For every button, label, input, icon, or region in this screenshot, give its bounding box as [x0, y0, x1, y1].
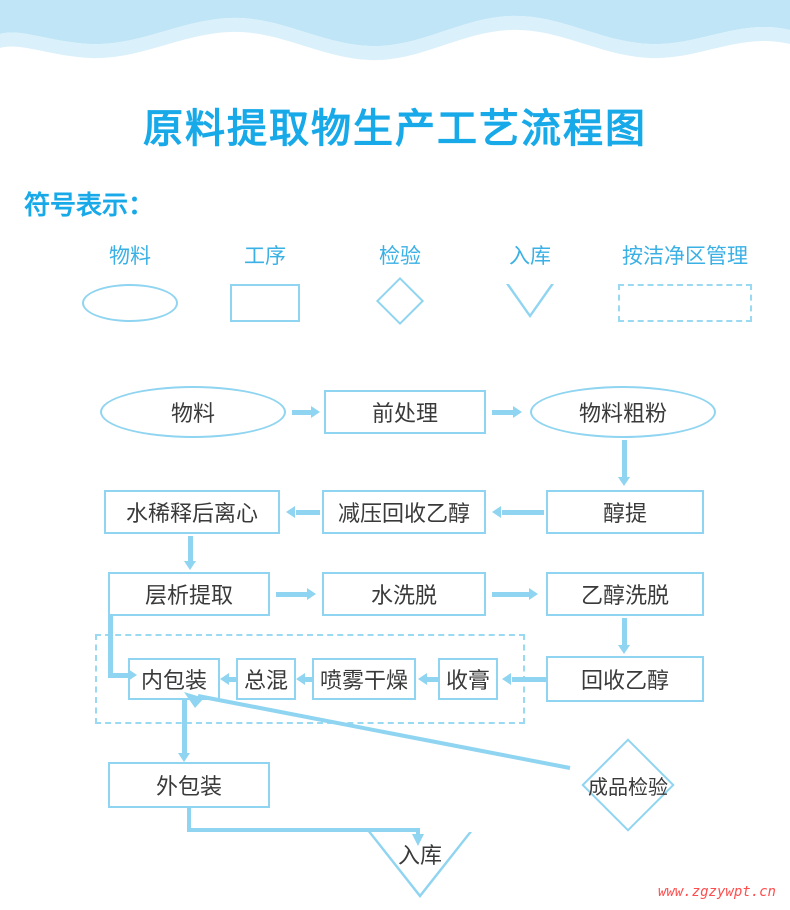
node-shougao[interactable]: 收膏 [438, 658, 498, 700]
legend-item-label: 按洁净区管理 [622, 245, 748, 268]
arrow-huishou-to-shougao [502, 673, 548, 685]
node-jianya[interactable]: 减压回收乙醇 [322, 490, 486, 534]
legend-item-process: 工序 [210, 240, 320, 328]
node-ruku[interactable]: 入库 [368, 832, 472, 898]
node-waibaozhuang[interactable]: 外包装 [108, 762, 270, 808]
arrow-shougao-to-penwu [418, 673, 438, 685]
legend-item-label: 工序 [244, 245, 286, 268]
arrow-wuliao-to-qianchuli [292, 406, 322, 418]
node-penwu[interactable]: 喷雾干燥 [312, 658, 416, 700]
arrow-yichunxi-to-huishou [618, 618, 630, 656]
triangle-shape [368, 832, 472, 898]
node-wuliao[interactable]: 物料 [100, 386, 286, 438]
header-wave-banner [0, 0, 790, 62]
watermark: www.zgzywpt.cn [657, 884, 776, 900]
arrow-shuixi-to-yichunxi [492, 588, 540, 600]
node-cengxi[interactable]: 层析提取 [108, 572, 270, 616]
node-label: 喷雾干燥 [319, 668, 408, 693]
node-label: 成品检验 [588, 776, 668, 799]
arrow-jianya-to-lixin [286, 506, 320, 518]
arrow-qianchuli-to-cufen [492, 406, 526, 418]
node-qianchuli[interactable]: 前处理 [324, 390, 486, 434]
rectangle-icon [210, 284, 320, 328]
page-title: 原料提取物生产工艺流程图 [143, 107, 647, 151]
node-label: 回收乙醇 [580, 668, 669, 693]
ellipse-icon [70, 284, 190, 328]
arrow-lixin-to-cengxi [184, 536, 196, 572]
legend-item-label: 物料 [109, 245, 151, 268]
arrow-chunti-to-jianya [492, 506, 544, 518]
node-yichunxi[interactable]: 乙醇洗脱 [546, 572, 704, 616]
node-label: 物料粗粉 [578, 401, 667, 426]
legend-row: 物料 工序 检验 入库 按洁净区管理 [60, 240, 780, 330]
node-label: 减压回收乙醇 [337, 501, 470, 526]
legend-item-cleanroom: 按洁净区管理 [595, 240, 775, 328]
legend-item-warehouse: 入库 [475, 240, 585, 328]
dashed-rectangle-icon [595, 284, 775, 328]
node-label: 入库 [397, 843, 442, 868]
node-label: 收膏 [445, 668, 490, 693]
node-label: 外包装 [155, 774, 222, 799]
node-label: 内包装 [140, 668, 207, 693]
node-shuixi[interactable]: 水洗脱 [322, 572, 486, 616]
node-chunti[interactable]: 醇提 [546, 490, 704, 534]
node-cufen[interactable]: 物料粗粉 [530, 386, 716, 438]
node-label: 前处理 [371, 401, 438, 426]
node-label: 层析提取 [144, 583, 233, 608]
arrow-zonghun-to-neibaozhuang [220, 673, 238, 685]
arrow-cengxi-to-neibaozhuang-elbow [108, 616, 138, 686]
arrow-chengpinjianyan-to-neibaozhuang [184, 692, 571, 770]
node-label: 总混 [243, 668, 288, 693]
node-label: 乙醇洗脱 [580, 583, 669, 608]
triangle-icon [475, 284, 585, 328]
node-chengpinjianyan[interactable]: 成品检验 [548, 738, 708, 832]
node-label: 物料 [170, 401, 215, 426]
arrow-cengxi-to-shuixi [276, 588, 318, 600]
node-huishou[interactable]: 回收乙醇 [546, 656, 704, 702]
legend-item-material: 物料 [70, 240, 190, 328]
arrow-cufen-to-chunti [618, 440, 630, 488]
legend-item-label: 检验 [379, 245, 421, 268]
arrow-penwu-to-zonghun [296, 673, 314, 685]
node-zonghun[interactable]: 总混 [236, 658, 296, 700]
node-lixin[interactable]: 水稀释后离心 [104, 490, 280, 534]
node-label: 水洗脱 [370, 583, 437, 608]
arrow-neibaozhuang-to-waibaozhuang [178, 700, 190, 764]
legend-label: 符号表示： [24, 190, 155, 220]
node-label: 醇提 [602, 501, 647, 526]
node-neibaozhuang[interactable]: 内包装 [128, 658, 220, 700]
legend-item-label: 入库 [509, 245, 551, 268]
node-label: 水稀释后离心 [125, 501, 258, 526]
legend-item-inspection: 检验 [345, 240, 455, 328]
arrow-waibaozhuang-to-ruku [187, 808, 424, 846]
